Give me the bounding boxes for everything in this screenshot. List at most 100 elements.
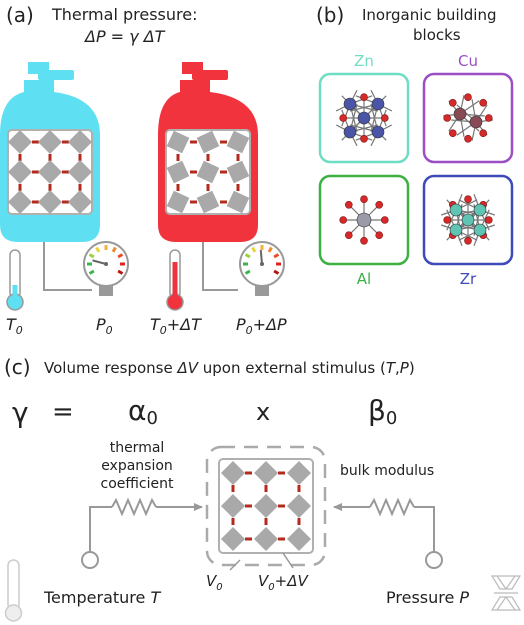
- oxygen-atom: [360, 195, 368, 203]
- thermal-pressure-equation: ΔP = γ ΔT: [83, 27, 166, 46]
- metal-atom: [453, 107, 467, 121]
- thermometer-cold-icon: [6, 249, 24, 311]
- metal-node: [166, 130, 190, 154]
- building-block-cu: Cu: [422, 52, 514, 164]
- metal-node: [166, 190, 190, 214]
- oxygen-atom: [479, 129, 488, 137]
- gauge-tick: [117, 253, 124, 259]
- metal-node: [196, 160, 220, 184]
- metal-atom: [469, 115, 483, 129]
- metal-atom: [449, 223, 463, 237]
- metal-node: [37, 159, 63, 185]
- gamma-symbol: γ: [12, 396, 29, 429]
- thermometer-icon: [4, 559, 23, 622]
- gauge-tick: [273, 269, 280, 275]
- metal-node: [37, 129, 63, 155]
- oxygen-atom: [360, 93, 368, 101]
- oxygen-atom: [360, 135, 368, 143]
- panel-c-label: (c): [4, 355, 31, 379]
- metal-atom: [357, 111, 371, 125]
- metal-node: [226, 130, 250, 154]
- metal-node: [226, 160, 250, 184]
- building-block-zr: Zr: [422, 174, 514, 288]
- panel-a-label: (a): [6, 3, 34, 27]
- oxygen-atom: [375, 231, 384, 239]
- gauge-pivot: [260, 262, 264, 266]
- label-p0: P0: [96, 315, 113, 337]
- metal-node: [37, 189, 63, 215]
- pressure-coupling-wire: [333, 497, 435, 552]
- pipe-cold: [43, 242, 92, 291]
- metal-atom: [473, 203, 487, 217]
- metal-node: [253, 460, 279, 486]
- thermometer-hot-icon: [166, 249, 184, 311]
- thermal-label-line1: thermal: [110, 440, 165, 456]
- metal-node: [196, 190, 220, 214]
- cold-pressure-vessel: [0, 62, 100, 242]
- bulk-modulus-label: bulk modulus: [340, 463, 434, 479]
- gauge-tick: [267, 246, 273, 253]
- label-t0: T0: [6, 315, 23, 337]
- v1-pointer: [282, 552, 294, 569]
- oxygen-atom: [448, 129, 457, 137]
- building-block-al: Al: [318, 174, 410, 288]
- pressure-label: Pressure P: [386, 588, 469, 607]
- oxygen-atom: [464, 93, 472, 101]
- gauge-needle: [92, 259, 107, 265]
- alpha-0: α0: [128, 394, 158, 429]
- gauge-tick: [251, 246, 257, 253]
- element-label: Zr: [460, 270, 477, 288]
- gauge-tick: [117, 269, 124, 275]
- equals-sign: =: [52, 397, 74, 427]
- gauge-tick: [88, 269, 95, 275]
- oxygen-atom: [484, 216, 493, 224]
- oxygen-atom: [375, 201, 384, 209]
- panel-b-title-line2: blocks: [413, 26, 461, 44]
- gauge-tick: [111, 246, 117, 253]
- oxygen-atom: [339, 114, 348, 122]
- metal-node: [220, 460, 246, 486]
- gauge-tick: [244, 253, 251, 259]
- metal-atom: [343, 97, 357, 111]
- metal-node: [67, 129, 93, 155]
- metal-atom: [449, 203, 463, 217]
- beta-0: β0: [368, 394, 397, 429]
- times-sign: x: [256, 398, 270, 426]
- expanded-volume-outline: [205, 445, 327, 567]
- metal-node: [196, 130, 220, 154]
- oxygen-atom: [380, 114, 389, 122]
- element-label: Zn: [354, 52, 374, 70]
- oxygen-atom: [484, 114, 493, 122]
- oxygen-atom: [344, 201, 353, 209]
- temperature-terminal: [81, 551, 99, 569]
- panel-c: (c) Volume response ΔV upon external sti…: [4, 355, 522, 622]
- gauge-pivot: [104, 262, 108, 266]
- gauge-tick: [88, 253, 95, 259]
- oxygen-atom: [360, 237, 368, 245]
- oxygen-atom: [464, 195, 472, 203]
- diamond-anvil-cell-icon: [490, 575, 522, 611]
- oxygen-atom: [339, 216, 348, 224]
- oxygen-atom: [380, 216, 389, 224]
- temperature-label: Temperature T: [43, 588, 161, 607]
- panel-a: (a) Thermal pressure: ΔP = γ ΔT: [0, 3, 287, 337]
- label-v0-plus-dv: V0+ΔV: [258, 572, 309, 593]
- gauge-tick: [95, 246, 101, 253]
- panel-b-label: (b): [316, 3, 344, 27]
- oxygen-atom: [448, 99, 457, 107]
- mof-lattice-cold: [7, 129, 93, 215]
- thermal-label-line3: coefficient: [101, 476, 174, 492]
- pressure-gauge-cold-icon: [83, 241, 129, 296]
- label-t0-plus-dt: T0+ΔT: [150, 315, 202, 337]
- oxygen-atom: [479, 99, 488, 107]
- metal-atom: [343, 125, 357, 139]
- metal-atom: [356, 212, 372, 228]
- metal-atom: [461, 213, 475, 227]
- thermal-label-line2: expansion: [101, 458, 173, 474]
- oxygen-atom: [464, 135, 472, 143]
- pressure-gauge-hot-icon: [239, 241, 285, 296]
- v0-pointer: [229, 559, 241, 571]
- pipe-hot: [202, 242, 238, 291]
- oxygen-atom: [464, 237, 472, 245]
